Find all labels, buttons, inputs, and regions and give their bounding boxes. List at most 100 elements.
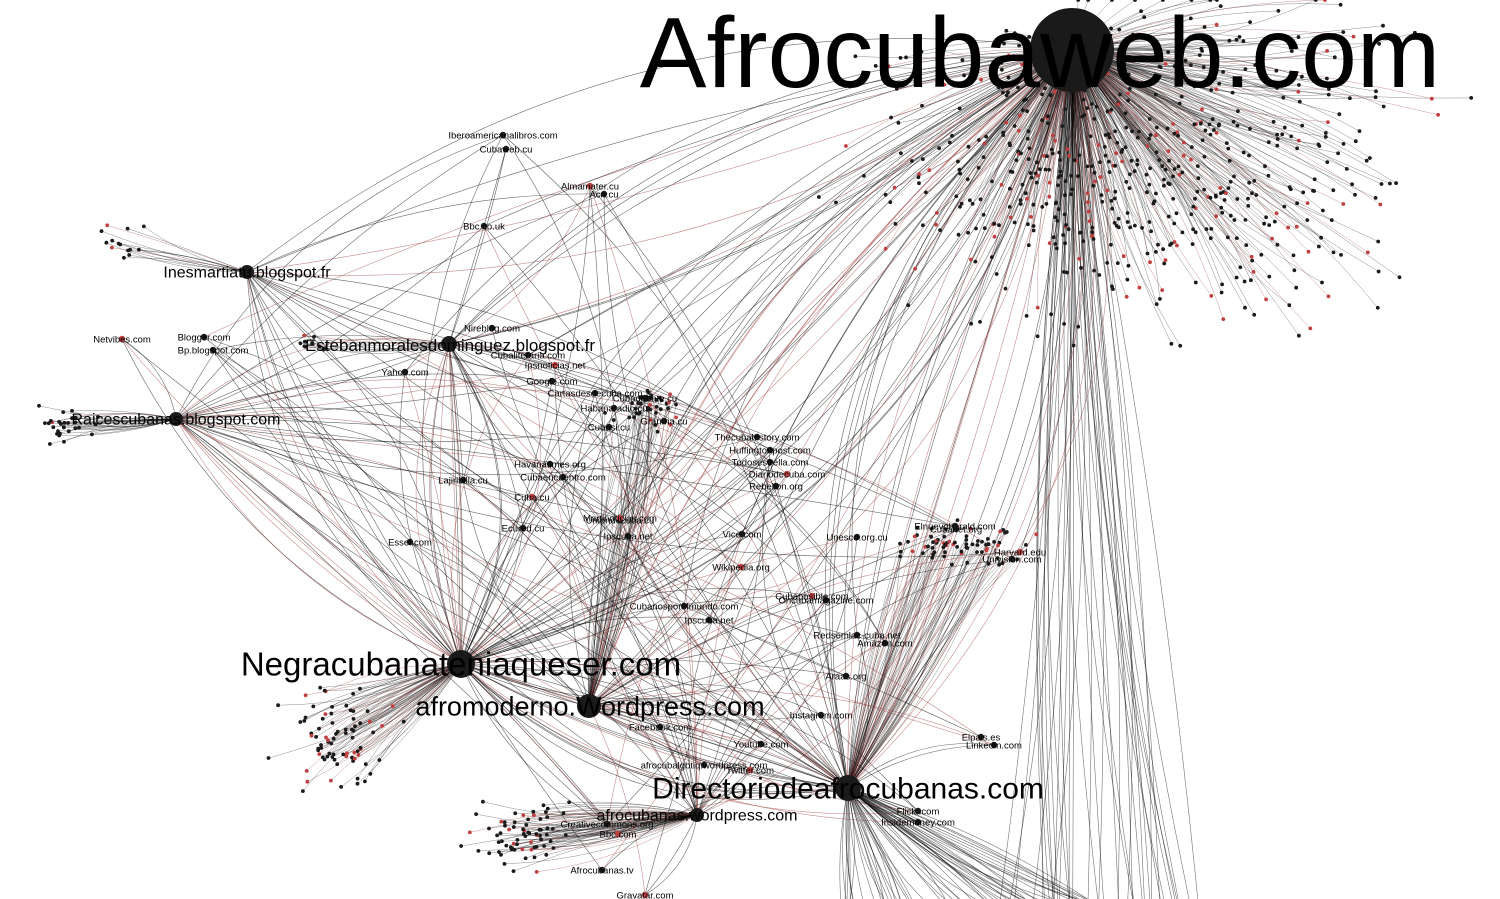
edge: [460, 535, 629, 665]
node-dot: [559, 473, 567, 481]
node-dot: [1037, 167, 1042, 172]
node-dot: [1225, 235, 1230, 240]
node-dot: [1004, 28, 1009, 33]
node-dot: [1148, 166, 1152, 171]
node-dot: [766, 458, 774, 466]
edge: [460, 663, 849, 795]
node-dot: [1388, 181, 1392, 186]
node-dot: [1378, 202, 1383, 207]
node-dot: [1316, 142, 1321, 147]
node-dot: [1145, 190, 1149, 195]
node-dot: [532, 845, 537, 850]
node-dot: [808, 592, 816, 600]
node-label: Gravatar.com: [616, 891, 673, 899]
node-label: Cubanet.org: [930, 525, 982, 536]
node-dot: [1103, 153, 1108, 158]
node-dot: [1125, 220, 1130, 224]
node-dot: [1118, 92, 1122, 97]
node-label: Insidemoney.com: [881, 818, 955, 829]
edge: [1071, 49, 1176, 899]
node-dot: [603, 411, 607, 415]
node-dot: [322, 688, 327, 693]
node-dot: [1110, 206, 1115, 211]
node-dot: [515, 842, 519, 847]
edge: [354, 663, 462, 753]
mid-node-afrolgbtiq: afrocubalgbtiq.wordpress.com: [641, 761, 768, 772]
mid-node-redsemlac: Redsemlac-cuba.net: [813, 631, 900, 642]
node-dot: [978, 320, 982, 324]
node-dot: [1137, 285, 1142, 290]
node-dot: [1248, 20, 1252, 24]
edge: [1010, 49, 1075, 899]
hub-node-ines: Inesmartiatu.blogspot.fr: [163, 265, 331, 282]
edge: [460, 49, 1073, 665]
edge: [175, 364, 556, 420]
node-dot: [947, 539, 952, 544]
hub-dot: [690, 808, 704, 822]
edge: [448, 343, 462, 665]
edge: [588, 705, 919, 812]
edge: [1071, 49, 1439, 116]
node-dot: [1212, 76, 1217, 81]
edge: [504, 814, 698, 829]
edge: [847, 49, 1073, 789]
node-dot: [1171, 196, 1176, 201]
node-dot: [1219, 191, 1223, 196]
node-dot: [1209, 294, 1214, 298]
edge: [246, 271, 462, 665]
node-dot: [1202, 25, 1207, 29]
node-dot: [358, 686, 362, 691]
node-dot: [641, 891, 649, 899]
node-dot: [1025, 196, 1029, 201]
node-dot: [1085, 191, 1090, 196]
node-dot: [853, 533, 861, 541]
node-dot: [538, 833, 542, 838]
node-dot: [1054, 200, 1058, 205]
edge: [1014, 49, 1073, 899]
node-dot: [943, 527, 948, 532]
node-dot: [1274, 211, 1279, 216]
node-dot: [317, 752, 322, 756]
edge: [847, 787, 945, 899]
edge: [476, 813, 698, 827]
node-dot: [528, 493, 536, 501]
node-dot: [1241, 39, 1246, 44]
node-dot: [611, 418, 616, 422]
node-dot: [1066, 227, 1071, 232]
node-dot: [1086, 0, 1091, 2]
node-dot: [1218, 4, 1223, 8]
node-dot: [348, 708, 353, 713]
edge: [246, 271, 771, 463]
node-dot: [1148, 260, 1152, 265]
edge: [1071, 49, 1179, 899]
node-dot: [1208, 236, 1213, 241]
hub-node-afrocuba: Afrocubaweb.com: [640, 0, 1440, 109]
node-dot: [888, 200, 893, 205]
node-dot: [1193, 196, 1197, 201]
node-dot: [904, 55, 908, 60]
node-dot: [1016, 128, 1021, 133]
node-label: Cubaencuentro.com: [520, 473, 606, 484]
node-dot: [488, 324, 496, 332]
edge: [588, 705, 849, 789]
node-dot: [1353, 139, 1358, 144]
edge: [331, 663, 462, 744]
node-dot: [1376, 269, 1381, 274]
node-dot: [1375, 305, 1380, 310]
edge: [540, 814, 698, 831]
edge: [448, 343, 621, 519]
node-dot: [1109, 107, 1114, 112]
edge: [121, 338, 590, 707]
edge: [175, 418, 705, 766]
node-dot: [986, 537, 990, 541]
node-dot: [1042, 154, 1047, 158]
node-label: Bp.blogspot.com: [178, 346, 249, 357]
node-dot: [1219, 290, 1224, 295]
node-dot: [1097, 273, 1102, 277]
node-dot: [1297, 333, 1301, 338]
node-dot: [1128, 172, 1132, 177]
node-dot: [303, 344, 308, 349]
edge: [829, 49, 1073, 789]
edge: [121, 338, 177, 420]
